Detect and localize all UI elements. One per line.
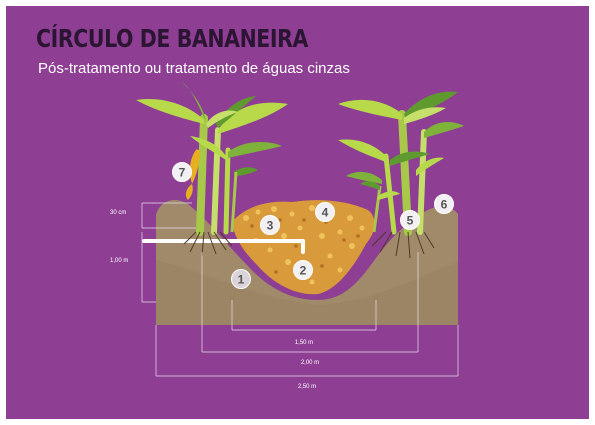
callout-7: 7 xyxy=(172,162,192,182)
dimension-lines xyxy=(141,202,459,377)
callout-3: 3 xyxy=(260,215,280,235)
callout-7-number: 7 xyxy=(179,166,186,180)
left-banana-plant xyxy=(136,82,288,236)
callout-4-number: 4 xyxy=(322,206,329,220)
callout-4: 4 xyxy=(315,202,335,222)
dim-mound-height-label: 30 cm xyxy=(110,210,126,216)
callout-3-number: 3 xyxy=(267,219,274,233)
right-roots xyxy=(371,231,435,259)
dim-inner-width-label: 2,00 m xyxy=(301,360,319,366)
diagram-title: CÍRCULO DE BANANEIRA xyxy=(36,24,308,53)
callout-5-number: 5 xyxy=(407,214,414,228)
callout-6-number: 6 xyxy=(441,198,448,212)
callout-5: 5 xyxy=(400,210,420,230)
dim-pit-depth-label: 1,00 m xyxy=(110,258,128,264)
left-roots xyxy=(183,231,233,257)
callout-2: 2 xyxy=(293,260,313,280)
greywater-pipe xyxy=(142,239,305,254)
callout-2-number: 2 xyxy=(300,264,307,278)
dim-pit-width-label: 1,50 m xyxy=(295,340,313,346)
soil-shading xyxy=(156,260,458,325)
callout-6: 6 xyxy=(434,194,454,214)
dim-outer-width-label: 2,50 m xyxy=(298,384,316,390)
callout-1: 1 xyxy=(231,269,251,289)
diagram-subtitle: Pós-tratamento ou tratamento de águas ci… xyxy=(38,60,350,77)
callout-1-number: 1 xyxy=(238,273,245,287)
